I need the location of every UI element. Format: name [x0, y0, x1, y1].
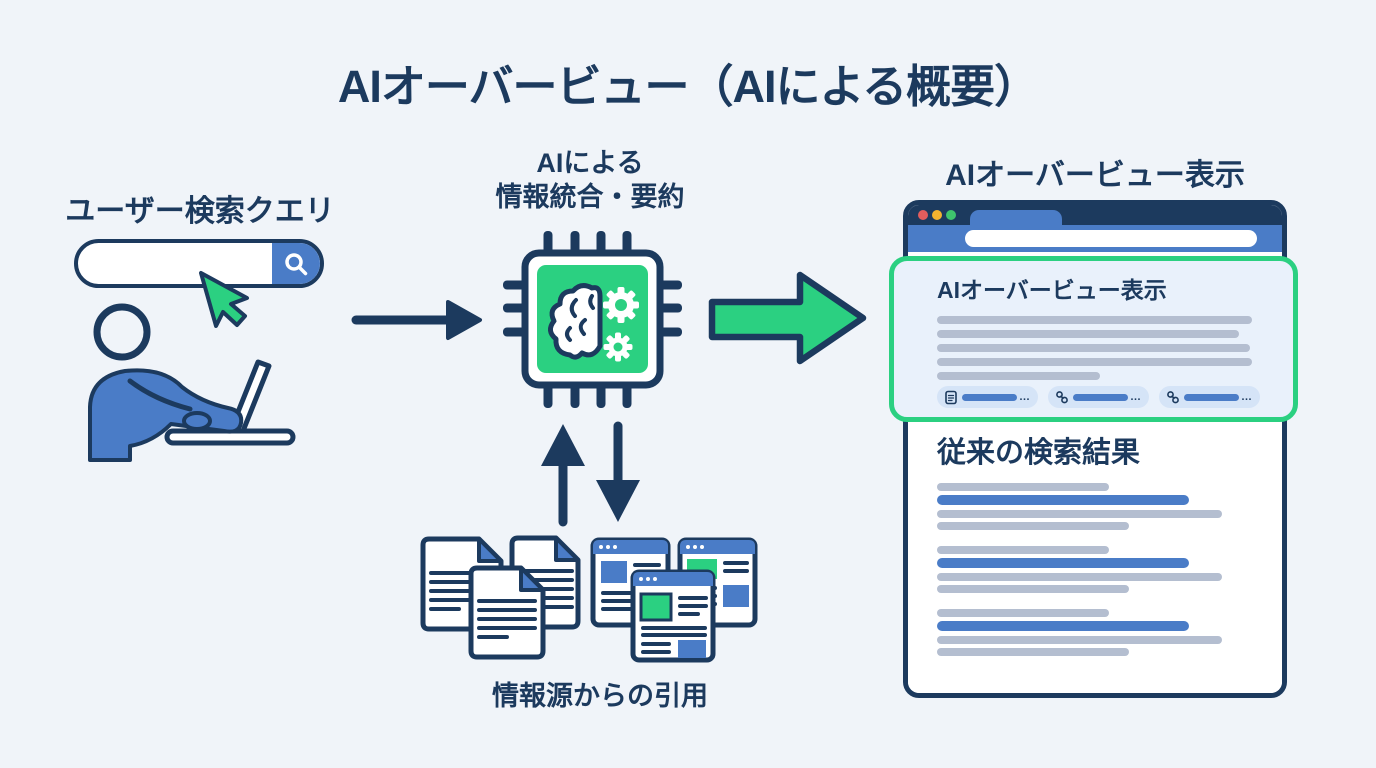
person-body	[88, 368, 244, 462]
ai-overview-panel: AIオーバービュー表示 …	[889, 256, 1298, 422]
person-head	[93, 303, 151, 361]
traditional-results-section: 従来の検索結果	[937, 437, 1257, 672]
result-title-line	[937, 558, 1189, 568]
result-desc-line	[937, 585, 1129, 593]
gear-large-icon	[603, 287, 639, 323]
citation-more-text: …	[1019, 391, 1031, 403]
ai-process-label-line1: AIによる	[536, 148, 644, 178]
text-placeholder-line	[937, 344, 1250, 352]
source-webpages-icon	[590, 537, 758, 663]
result-desc-line	[937, 522, 1129, 530]
text-placeholder-line	[937, 372, 1100, 380]
ai-chip-icon	[503, 231, 682, 408]
traffic-light-green	[946, 210, 956, 220]
page-title: AIオーバービュー（AIによる概要）	[337, 61, 1039, 112]
citation-more-text: …	[1130, 391, 1142, 403]
document-icon	[468, 565, 546, 660]
result-desc-line	[937, 648, 1129, 656]
result-title-line	[937, 495, 1189, 505]
text-placeholder-line	[937, 358, 1252, 366]
text-placeholder-line	[937, 316, 1252, 324]
search-button-illustration	[272, 243, 320, 284]
citation-link-bar	[1184, 393, 1239, 401]
result-title-line	[937, 621, 1189, 631]
citation-chips-row: … … …	[937, 386, 1293, 408]
ai-overview-text-lines	[937, 316, 1293, 380]
arrow-ai-to-display-icon	[708, 271, 867, 365]
gear-small-icon	[603, 332, 633, 362]
ai-overview-display-label: AIオーバービュー表示	[945, 159, 1245, 192]
source-documents-icon	[420, 535, 581, 660]
user-query-label: ユーザー検索クエリ	[65, 195, 335, 228]
result-url-line	[937, 483, 1109, 491]
sources-label: 情報源からの引用	[492, 681, 708, 711]
browser-title-bar	[908, 205, 1282, 225]
citation-chip: …	[1048, 386, 1149, 408]
results-heading: 従来の検索結果	[937, 437, 1141, 469]
browser-address-bar	[908, 225, 1282, 252]
browser-tab	[970, 210, 1062, 225]
link-icon	[1056, 390, 1068, 403]
result-url-line	[937, 546, 1109, 554]
link-icon	[1167, 390, 1179, 403]
result-desc-line	[937, 510, 1222, 518]
text-placeholder-line	[937, 330, 1239, 338]
result-desc-line	[937, 636, 1222, 644]
chip-pins	[503, 231, 682, 408]
search-icon	[285, 252, 308, 275]
traffic-light-red	[918, 210, 928, 220]
person-hand	[182, 411, 212, 431]
citation-more-text: …	[1241, 391, 1253, 403]
search-result-item	[937, 609, 1257, 656]
citation-link-bar	[1073, 393, 1128, 401]
search-result-item	[937, 483, 1257, 530]
traffic-light-yellow	[932, 210, 942, 220]
citation-chip: …	[937, 386, 1038, 408]
result-url-line	[937, 609, 1109, 617]
ai-process-label-line2: 情報統合・要約	[495, 182, 685, 212]
arrow-query-to-ai-icon	[351, 300, 482, 340]
cursor-arrow-icon	[199, 271, 249, 328]
search-result-item	[937, 546, 1257, 593]
webpage-icon	[630, 569, 716, 663]
search-bar-illustration	[74, 239, 324, 288]
person-at-laptop-icon	[88, 303, 296, 462]
ai-overview-panel-heading: AIオーバービュー表示	[937, 277, 1167, 303]
address-field	[965, 230, 1257, 247]
citation-link-bar	[962, 393, 1017, 401]
document-icon	[945, 390, 957, 404]
brain-icon	[548, 283, 603, 360]
arrow-ai-sources-exchange-icon	[541, 421, 640, 527]
citation-chip: …	[1159, 386, 1260, 408]
ai-process-label: AIによる 情報統合・要約	[455, 146, 725, 214]
result-desc-line	[937, 573, 1222, 581]
